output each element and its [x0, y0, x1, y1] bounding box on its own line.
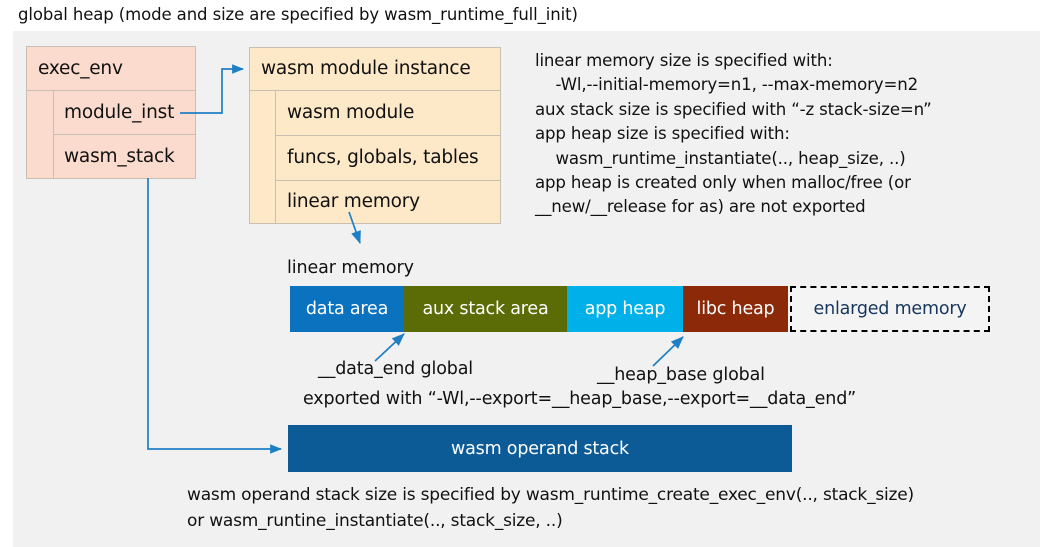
- memory-segment-app-heap: app heap: [567, 286, 683, 332]
- wasm-module-instance-field-linear-memory: linear memory: [275, 181, 500, 223]
- exec-env-header-label: exec_env: [38, 57, 123, 79]
- wasm-operand-stack-box: wasm operand stack: [288, 425, 792, 472]
- wasm-module-instance-header-label: wasm module instance: [261, 58, 471, 79]
- wasm-module-instance-field-funcs-globals-tables: funcs, globals, tables: [275, 136, 500, 181]
- exec-env-field-module-inst-label: module_inst: [64, 101, 175, 123]
- annotation-heap-base: __heap_base global: [597, 365, 765, 385]
- wasm-operand-stack-note: wasm operand stack size is specified by …: [187, 485, 914, 531]
- exec-env-field-wasm-stack-label: wasm_stack: [64, 145, 175, 167]
- wasm-module-instance-field-linear-memory-label: linear memory: [287, 191, 420, 212]
- memory-segment-enlarged-memory-label: enlarged memory: [813, 299, 967, 319]
- page-title: global heap (mode and size are specified…: [18, 5, 578, 24]
- memory-segment-data-area: data area: [290, 286, 404, 332]
- memory-segment-app-heap-label: app heap: [584, 299, 666, 319]
- wasm-module-instance-field-wasm-module-label: wasm module: [287, 102, 415, 123]
- wasm-module-instance-header: wasm module instance: [250, 48, 500, 91]
- memory-segment-data-area-label: data area: [305, 299, 389, 319]
- wasm-operand-stack-label: wasm operand stack: [451, 438, 629, 459]
- exec-env-field-wasm-stack: wasm_stack: [53, 135, 195, 178]
- memory-segment-enlarged-memory: enlarged memory: [790, 286, 990, 332]
- memory-segment-libc-heap-label: libc heap: [696, 299, 775, 319]
- exec-env-field-module-inst: module_inst: [53, 91, 195, 135]
- annotation-export-note: exported with “-Wl,--export=__heap_base,…: [303, 389, 857, 409]
- memory-segment-libc-heap: libc heap: [683, 286, 788, 332]
- wasm-module-instance-field-wasm-module: wasm module: [275, 91, 500, 136]
- linear-memory-bar-label: linear memory: [287, 258, 414, 278]
- exec-env-header: exec_env: [27, 47, 195, 91]
- linear-memory-info-note: linear memory size is specified with: -W…: [535, 51, 932, 217]
- memory-segment-aux-stack-area: aux stack area: [404, 286, 567, 332]
- wasm-module-instance-field-funcs-globals-tables-label: funcs, globals, tables: [287, 147, 479, 168]
- memory-segment-aux-stack-area-label: aux stack area: [422, 299, 549, 319]
- annotation-data-end: __data_end global: [318, 359, 474, 379]
